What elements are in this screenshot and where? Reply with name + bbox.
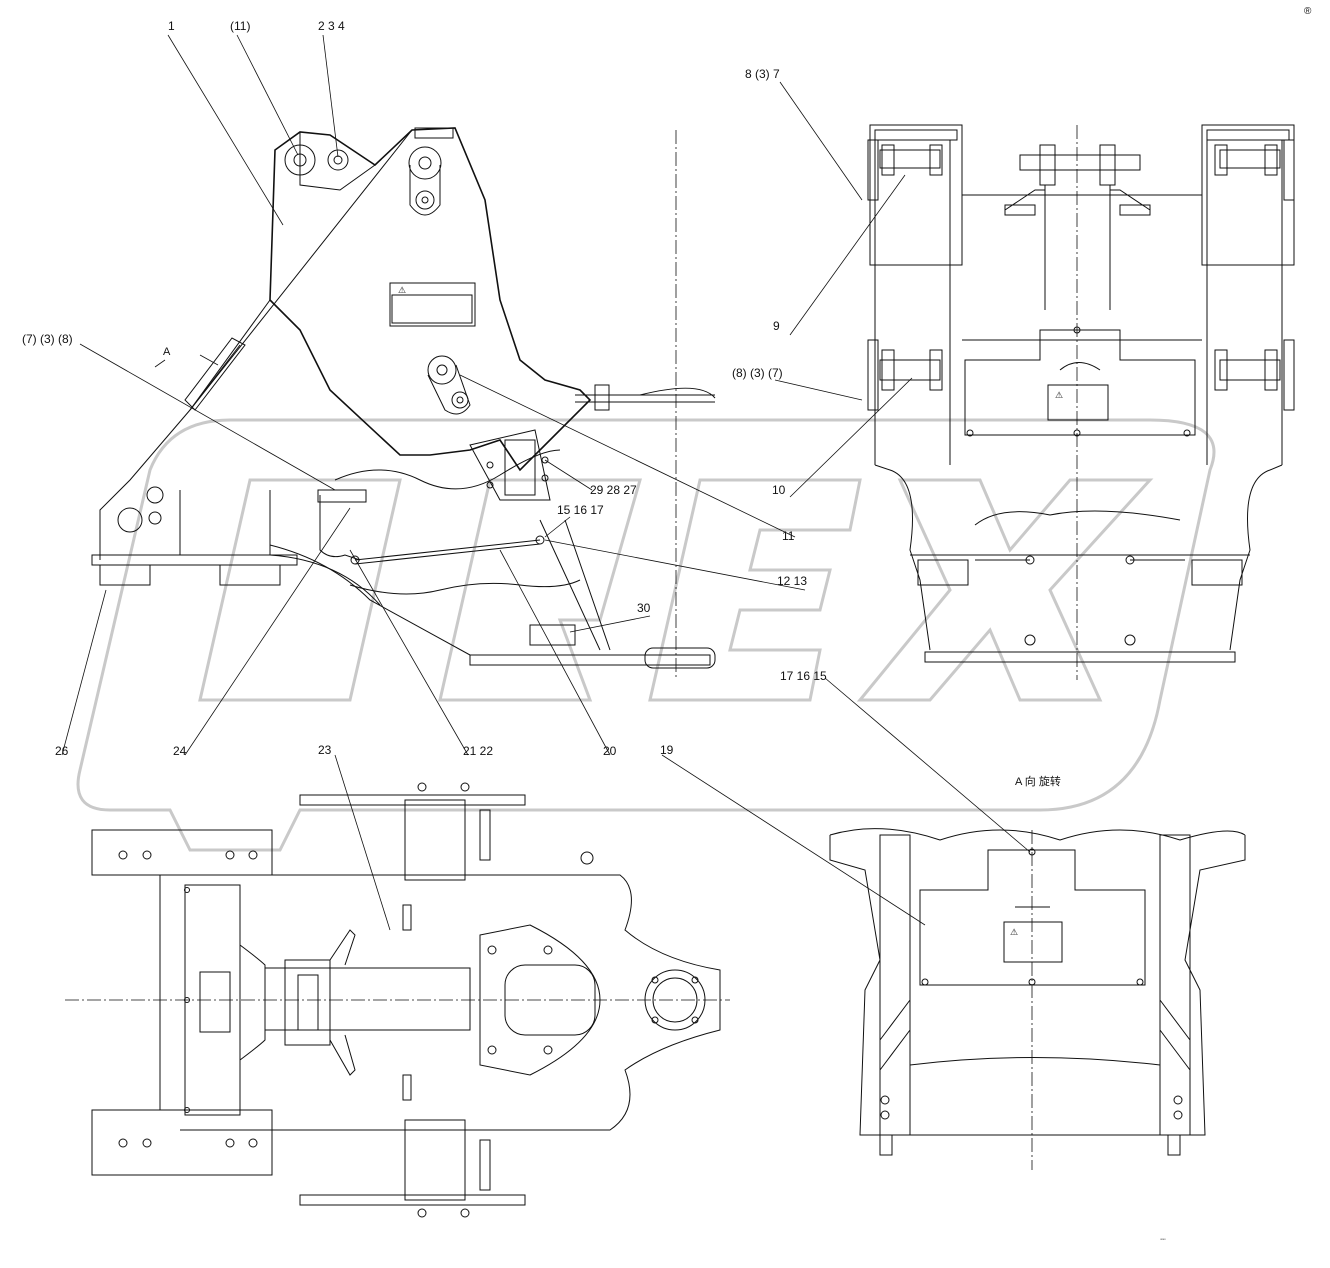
watermark-text: OREX	[1160, 1239, 1166, 1241]
callout-10: 10	[772, 483, 786, 497]
svg-text:⚠: ⚠	[1055, 390, 1063, 400]
view-label: A	[163, 346, 171, 358]
svg-text:⚠: ⚠	[1010, 927, 1018, 937]
callout-7-3-8: (7) (3) (8)	[22, 332, 73, 346]
callout-20: 20	[603, 744, 617, 758]
leader-lines	[61, 34, 1031, 931]
callout-17-16-15: 17 16 15	[780, 669, 827, 683]
callout-21-22: 21 22	[463, 744, 493, 758]
callout-24: 24	[173, 744, 187, 758]
callout-11-paren: (11)	[230, 19, 250, 33]
callout-30: 30	[637, 601, 651, 615]
svg-text:⚠: ⚠	[398, 285, 406, 295]
corner-mark: ®	[1304, 6, 1312, 17]
front-view: ⚠	[867, 124, 1295, 680]
callout-19: 19	[660, 743, 674, 757]
callout-9: 9	[773, 319, 780, 333]
side-view: ⚠ A	[91, 127, 716, 680]
view-a: ⚠ A 向 旋转	[829, 774, 1246, 1170]
callout-11: 11	[782, 529, 795, 543]
callout-8-3-7: 8 (3) 7	[745, 67, 780, 81]
callout-labels: 1 (11) 2 3 4 (7) (3) (8) 8 (3) 7 9 (8) (…	[22, 19, 827, 758]
callout-1: 1	[168, 19, 175, 33]
callout-26: 26	[55, 744, 69, 758]
callout-15-16-17: 15 16 17	[557, 503, 604, 517]
top-view	[65, 782, 730, 1218]
view-caption: A 向 旋转	[1015, 774, 1061, 788]
callout-2-3-4: 2 3 4	[318, 19, 345, 33]
callout-23: 23	[318, 743, 332, 757]
callout-29-28-27: 29 28 27	[590, 483, 637, 497]
callout-8-3-7-paren: (8) (3) (7)	[732, 366, 783, 380]
callout-12-13: 12 13	[777, 574, 807, 588]
